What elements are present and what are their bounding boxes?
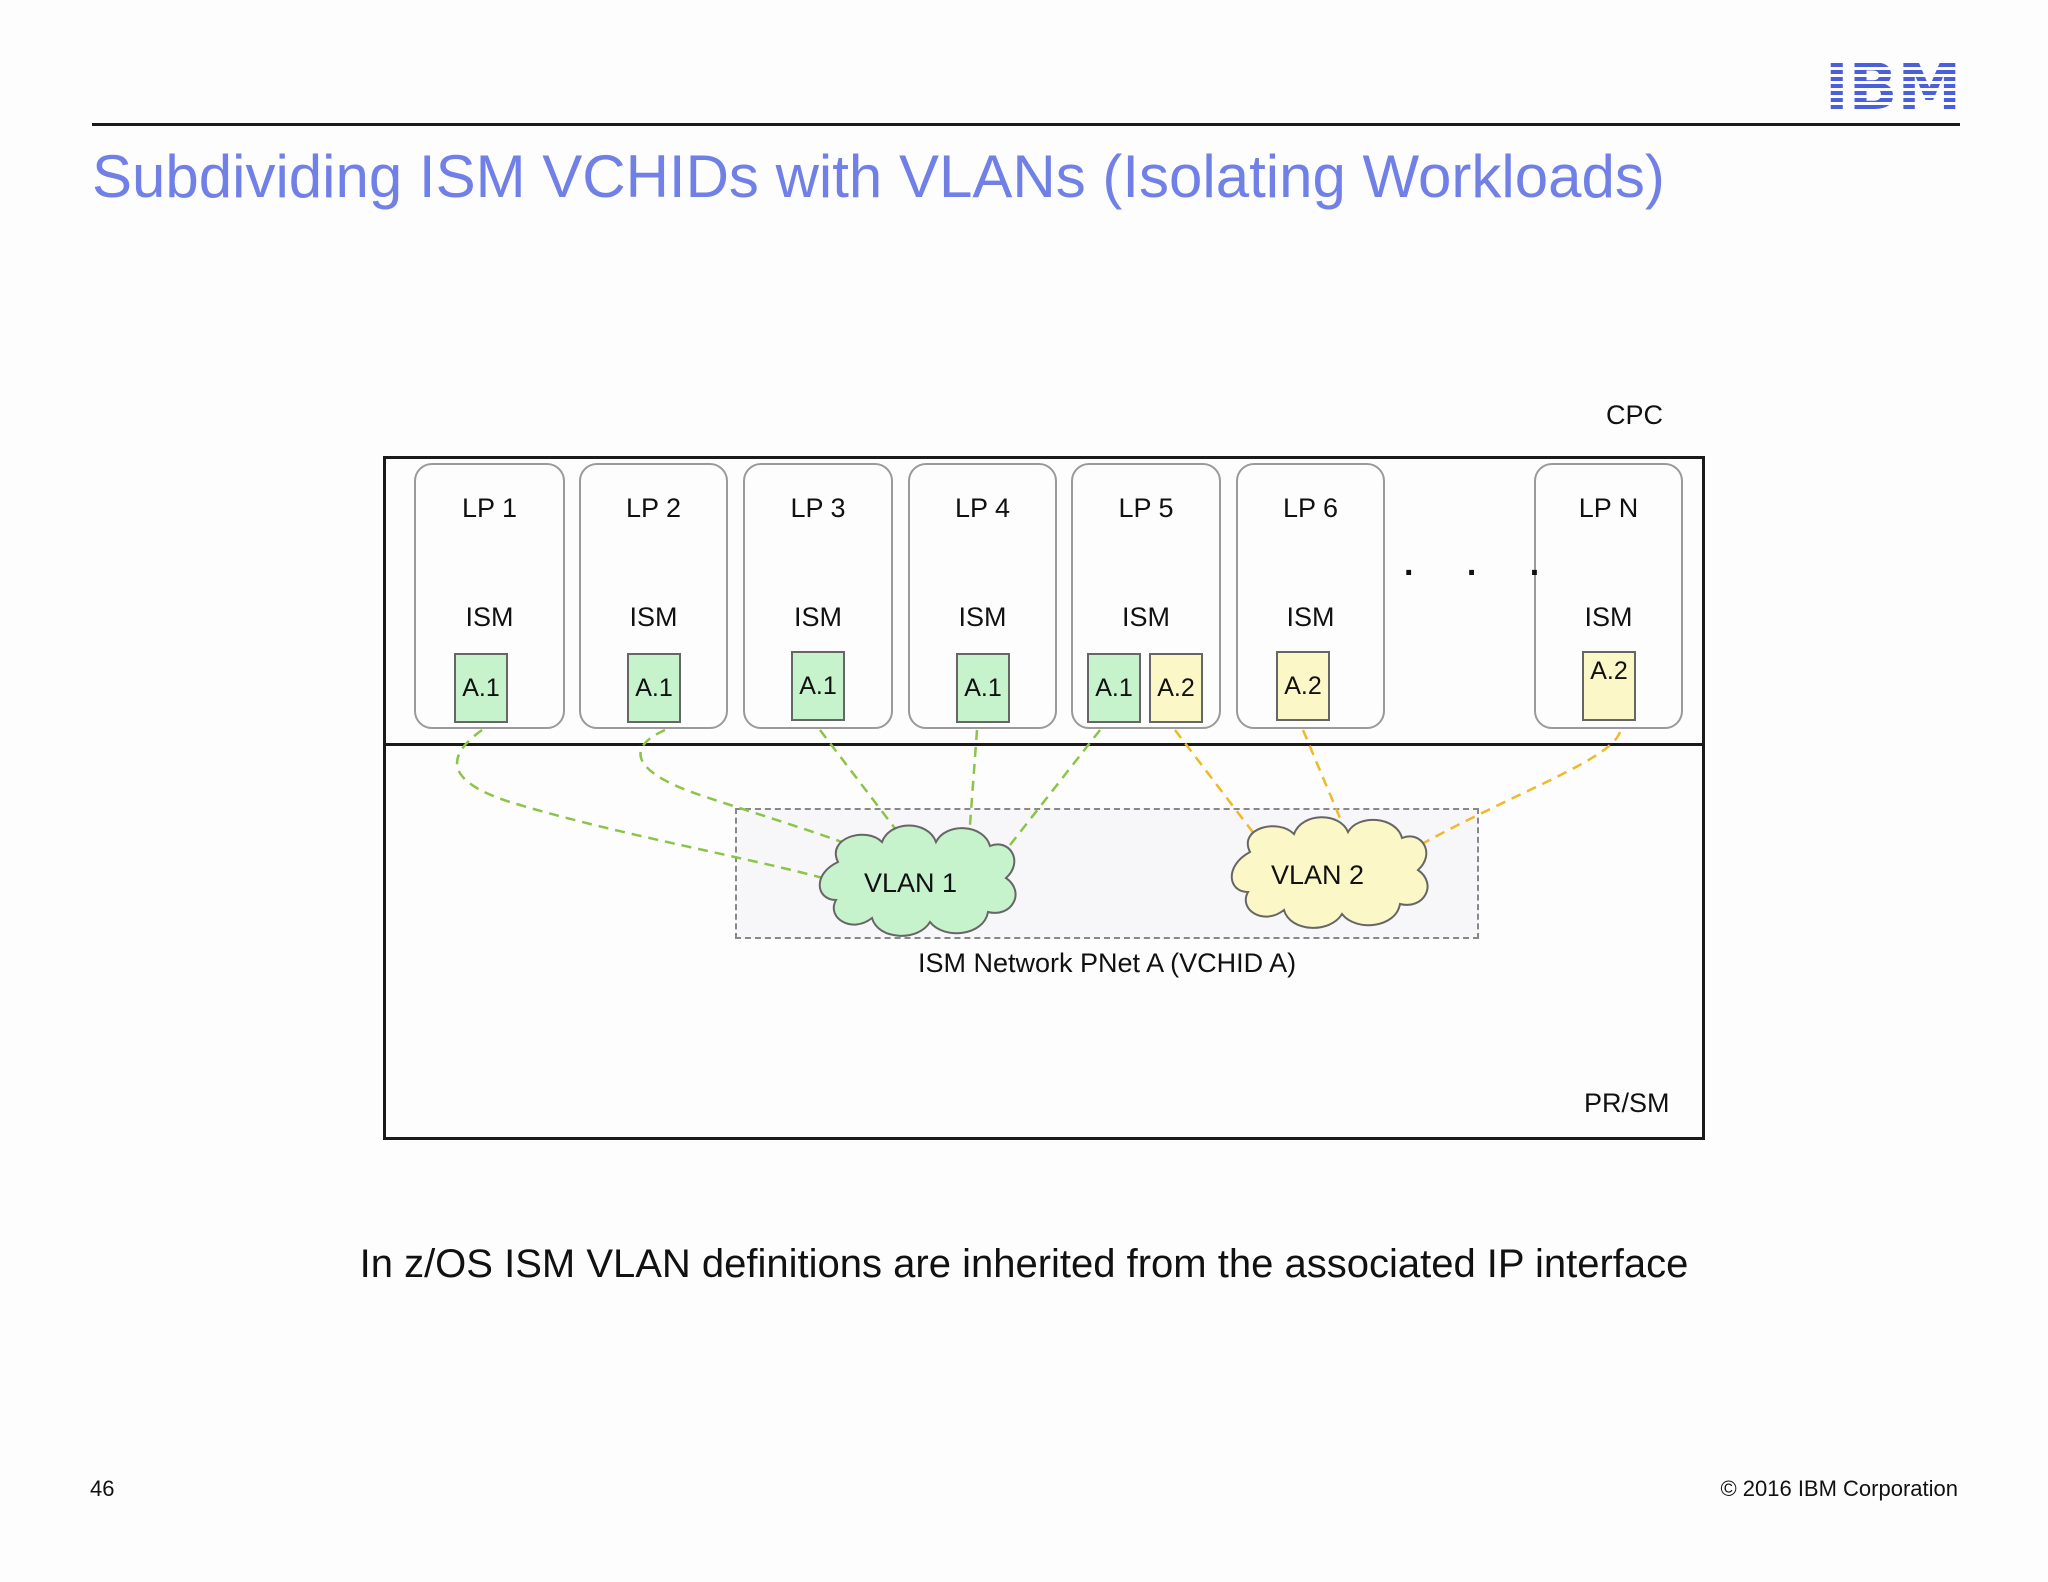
page-number: 46 — [90, 1476, 115, 1501]
port-a1: A.1 — [627, 653, 681, 723]
ism-label: ISM — [1584, 602, 1633, 632]
ism-label: ISM — [1286, 602, 1335, 632]
lp-3: LP 3 ISM A.1 — [743, 463, 893, 729]
ism-label: ISM — [629, 602, 678, 632]
port-a1: A.1 — [956, 653, 1010, 723]
port-a1: A.1 — [791, 651, 845, 721]
link-lp2-vlan1 — [639, 728, 851, 847]
lp-label: LP 4 — [954, 493, 1011, 523]
link-lp3-vlan1 — [819, 729, 901, 836]
lp-2: LP 2 ISM A.1 — [579, 463, 728, 729]
cpc-box — [383, 456, 1705, 1140]
vlan1-cloud — [818, 824, 1017, 937]
link-lp5-vlan1 — [1009, 729, 1101, 846]
summary-statement: In z/OS ISM VLAN definitions are inherit… — [359, 1242, 1689, 1286]
link-lp6-vlan2 — [1301, 729, 1342, 819]
link-lp1-vlan1 — [455, 728, 831, 882]
lp-4: LP 4 ISM A.1 — [908, 463, 1057, 729]
ism-label: ISM — [465, 602, 514, 632]
lp-label: LP N — [1578, 493, 1639, 523]
port-a1: A.1 — [1087, 653, 1141, 723]
vlan2-cloud — [1230, 816, 1429, 929]
lp-label: LP 6 — [1282, 493, 1339, 523]
port-a2: A.2 — [1582, 651, 1636, 721]
vlan1-label: VLAN 1 — [864, 868, 958, 898]
port-a1: A.1 — [454, 653, 508, 723]
ism-label: ISM — [958, 602, 1007, 632]
ism-label: ISM — [793, 602, 842, 632]
lp-label: LP 2 — [625, 493, 682, 523]
lpar-divider — [383, 743, 1705, 746]
slide-title: Subdividing ISM VCHIDs with VLANs (Isola… — [92, 143, 1665, 210]
vlan2-label: VLAN 2 — [1271, 860, 1365, 890]
more-lps-ellipsis: . . . — [1404, 545, 1562, 583]
prsm-label: PR/SM — [1584, 1088, 1670, 1118]
link-lp5-vlan2 — [1174, 729, 1256, 836]
lp-n: LP N ISM A.2 — [1534, 463, 1683, 729]
cpc-label: CPC — [1606, 400, 1664, 430]
lp-label: LP 1 — [461, 493, 518, 523]
header-rule — [92, 123, 1960, 126]
port-a2: A.2 — [1276, 651, 1330, 721]
lp-6: LP 6 ISM A.2 — [1236, 463, 1385, 729]
port-a2: A.2 — [1149, 653, 1203, 723]
lp-label: LP 5 — [1118, 493, 1174, 523]
lp-5: LP 5 ISM A.1 A.2 — [1071, 463, 1221, 729]
lp-label: LP 3 — [790, 493, 846, 523]
copyright: © 2016 IBM Corporation — [1720, 1476, 1958, 1501]
ism-network-label: ISM Network PNet A (VCHID A) — [918, 948, 1297, 978]
link-lpn-vlan2 — [1419, 731, 1622, 847]
ism-label: ISM — [1121, 602, 1170, 632]
link-lp4-vlan1 — [968, 729, 979, 826]
lp-1: LP 1 ISM A.1 — [414, 463, 565, 729]
ibm-logo: IBM — [1826, 56, 1960, 117]
